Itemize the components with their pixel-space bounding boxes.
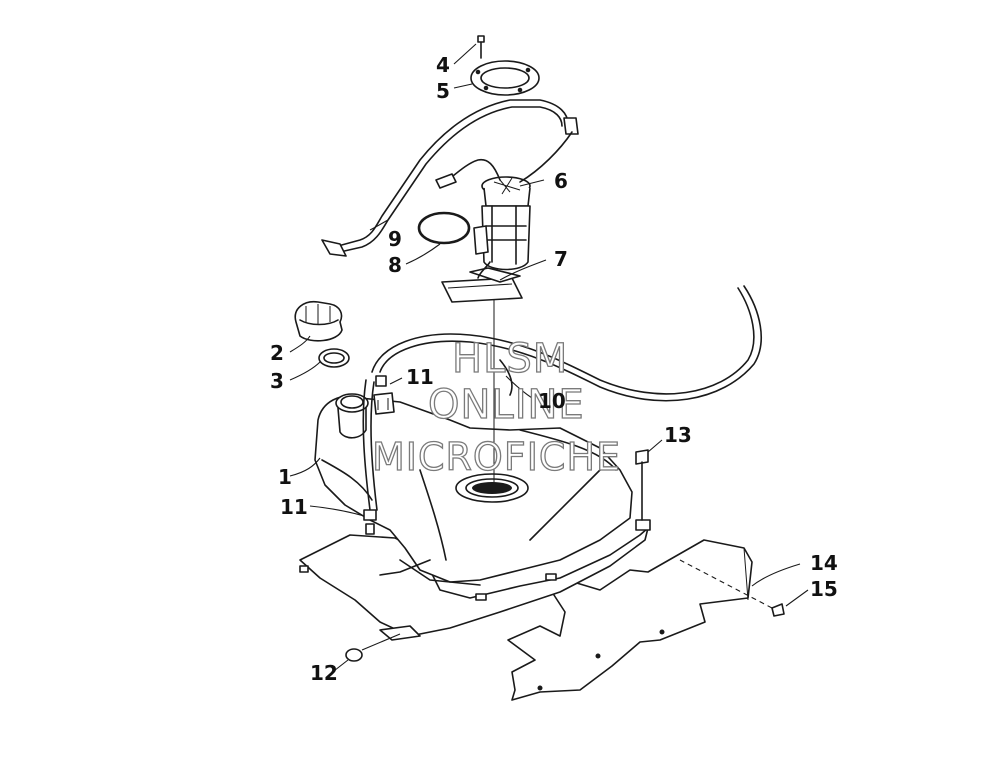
pump-o-ring-part-8 [417,211,471,245]
fuel-line-part-9 [321,99,579,257]
fuel-cap-part-2 [294,300,343,342]
fitting-part-11-top [373,375,395,415]
callout-5: 5 [436,79,450,103]
watermark-line3: MICROFICHE [372,435,621,479]
callout-8: 8 [388,253,402,277]
callout-2: 2 [270,341,284,365]
bolt-part-13 [635,449,649,521]
fuel-pump-part-6 [435,131,573,271]
callout-11-lower: 11 [280,495,308,519]
vent-hose-part-10 [362,285,762,511]
callout-12: 12 [310,661,338,685]
leader-lines [289,43,809,675]
callout-1: 1 [278,465,292,489]
retaining-ring-part-5 [470,60,540,96]
callout-labels: 4 5 6 7 8 9 10 11 2 3 1 11 13 14 15 12 [270,53,838,685]
callout-13: 13 [664,423,692,447]
callout-3: 3 [270,369,284,393]
callout-15: 15 [810,577,838,601]
watermark-line1: HLSM [452,336,568,382]
callout-11-top: 11 [406,365,434,389]
cap-gasket-part-3 [318,348,350,368]
callout-7: 7 [554,247,568,271]
callout-9: 9 [388,227,402,251]
callout-10: 10 [538,389,566,413]
filter-part-7 [441,261,523,303]
callout-6: 6 [554,169,568,193]
callout-4: 4 [436,53,450,77]
fuel-tank-part-1 [299,393,651,641]
callout-14: 14 [810,551,838,575]
fitting-part-11-lower [363,509,377,535]
screw-part-4 [477,35,485,59]
grommet-part-12 [345,633,401,662]
watermark: HLSM ONLINE MICROFICHE [371,335,621,479]
screw-part-15 [679,559,785,617]
watermark-line2: ONLINE [428,382,585,428]
